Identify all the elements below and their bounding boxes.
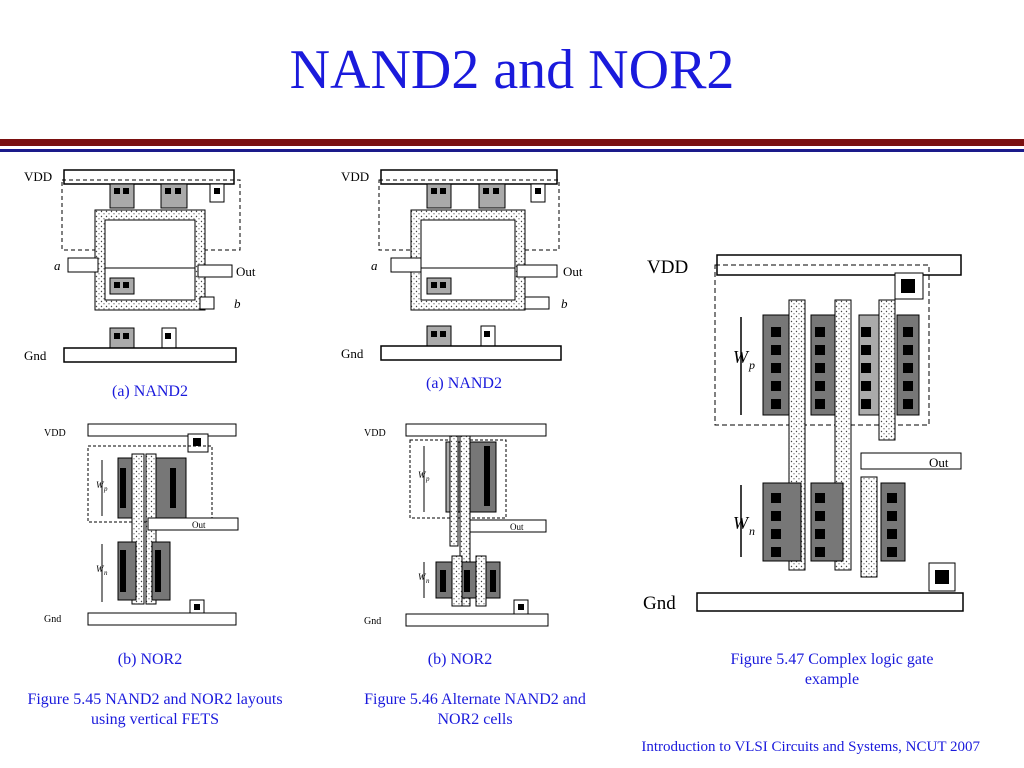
nand2-layout-vertical-fet: VDD Out a b Gnd xyxy=(24,169,256,363)
out-label: Out xyxy=(510,522,524,532)
out-label: Out xyxy=(192,520,206,530)
wp-label: W xyxy=(96,480,105,490)
title-divider-blue xyxy=(0,149,1024,152)
gnd-label: Gnd xyxy=(24,348,47,363)
input-a-label: a xyxy=(371,258,378,273)
nor2-layout-alternate: VDD W p Out W n Gnd xyxy=(364,423,549,627)
wn-label: W xyxy=(733,513,750,533)
title-divider-red xyxy=(0,139,1024,146)
complex-logic-gate-layout: VDD W p Out W n Gnd xyxy=(643,254,964,614)
gnd-label: Gnd xyxy=(341,346,364,361)
fig547-caption: Figure 5.47 Complex logic gate example xyxy=(730,651,934,688)
fig546-caption: Figure 5.46 Alternate NAND2 and NOR2 cel… xyxy=(364,691,586,728)
wp-label: W xyxy=(733,347,750,367)
slide-title: NAND2 and NOR2 xyxy=(289,39,735,101)
vdd-label: VDD xyxy=(44,428,66,439)
slide-footer: Introduction to VLSI Circuits and System… xyxy=(641,739,980,755)
out-label: Out xyxy=(563,264,583,279)
wp-label: W xyxy=(418,470,427,480)
nor2-layout-vertical-fet: VDD W p Out W n Gnd xyxy=(44,423,239,626)
wn-label: W xyxy=(96,564,105,574)
fig545-nand2-caption: (a) NAND2 xyxy=(112,383,188,400)
vdd-label: VDD xyxy=(364,428,386,439)
vdd-label: VDD xyxy=(24,169,52,184)
wn-subscript: n xyxy=(426,577,430,585)
input-b-label: b xyxy=(234,296,241,311)
wn-subscript: n xyxy=(749,524,755,538)
wn-subscript: n xyxy=(104,569,108,577)
out-label: Out xyxy=(929,455,949,470)
vdd-label: VDD xyxy=(647,257,688,278)
input-a-label: a xyxy=(54,258,61,273)
fig545-nor2-caption: (b) NOR2 xyxy=(117,651,183,668)
gnd-label: Gnd xyxy=(364,616,381,627)
nand2-layout-alternate: VDD Out a b Gnd xyxy=(341,169,583,361)
wn-label: W xyxy=(418,572,427,582)
out-label: Out xyxy=(236,264,256,279)
wp-subscript: p xyxy=(425,475,430,483)
fig546-nor2-caption: (b) NOR2 xyxy=(427,651,493,668)
gnd-label: Gnd xyxy=(44,614,61,625)
wp-subscript: p xyxy=(103,485,108,493)
fig546-nand2-caption: (a) NAND2 xyxy=(426,375,502,392)
fig545-caption: Figure 5.45 NAND2 and NOR2 layouts using… xyxy=(27,691,283,728)
vdd-label: VDD xyxy=(341,169,369,184)
wp-subscript: p xyxy=(748,358,755,372)
input-b-label: b xyxy=(561,296,568,311)
gnd-label: Gnd xyxy=(643,593,676,614)
